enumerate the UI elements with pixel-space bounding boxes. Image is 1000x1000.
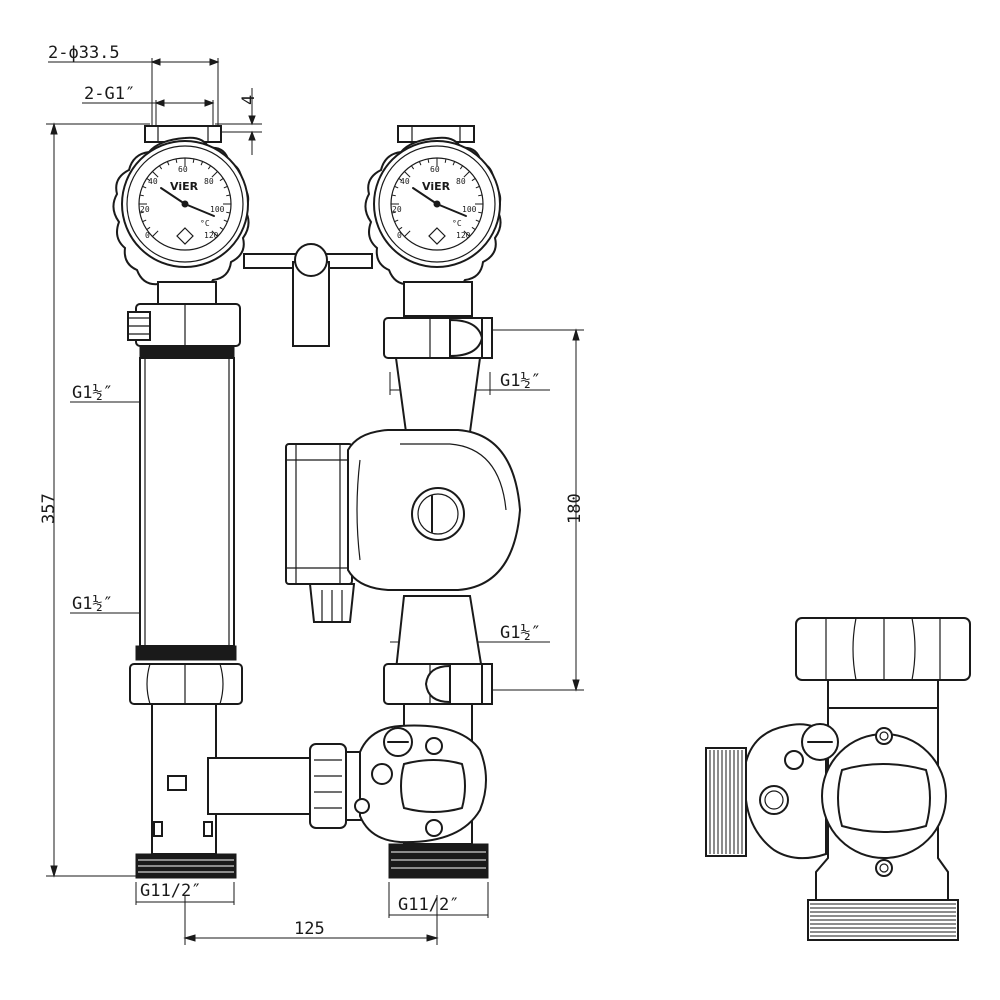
gauge-tick xyxy=(452,161,456,166)
gauge-tick xyxy=(475,185,480,189)
thread-label-right-upper: G1½″ xyxy=(500,371,541,391)
gauge-tick xyxy=(139,194,144,197)
gauge-tick xyxy=(478,211,483,214)
thread-label-bottom-left: G11/2″ xyxy=(140,881,201,901)
gauge-left-scale-40: 40 xyxy=(148,177,158,186)
gauge-tick xyxy=(223,185,228,189)
gauge-tick xyxy=(398,178,403,182)
thread-label-left-lower: G1½″ xyxy=(72,594,113,614)
dim-inlet-diameter: 2-ϕ33.5 xyxy=(48,43,120,63)
gauge-tick xyxy=(471,226,476,230)
gauge-tick xyxy=(146,178,151,182)
gauge-tick xyxy=(175,158,178,163)
gauge-tick xyxy=(463,230,470,237)
gauge-right-scale-60: 60 xyxy=(430,165,440,174)
gauge-right-scale-80: 80 xyxy=(456,177,466,186)
dim-axis-distance: 125 xyxy=(294,919,325,939)
gauge-right-scale-40: 40 xyxy=(400,177,410,186)
left-temperature-gauge: ViER 0 20 40 60 80 100 120 °C xyxy=(121,140,249,268)
gauge-left-scale-60: 60 xyxy=(178,165,188,174)
gauge-tick xyxy=(226,211,231,214)
gauge-left-scale-100: 100 xyxy=(210,205,225,214)
gauge-tick xyxy=(404,171,411,178)
gauge-right-scale-120: 120 xyxy=(456,231,471,240)
gauge-tick xyxy=(200,161,204,166)
gauge-tick xyxy=(226,194,231,197)
gauge-tick xyxy=(211,171,218,178)
gauge-tick xyxy=(146,226,151,230)
gauge-tick xyxy=(219,226,224,230)
dim-offset-small: 4 xyxy=(239,95,259,105)
circulation-pump xyxy=(285,429,522,623)
gauge-tick xyxy=(444,158,447,163)
gauge-tick xyxy=(139,211,144,214)
gauge-tick xyxy=(211,230,218,237)
bypass-bridge xyxy=(243,243,373,347)
gauge-tick xyxy=(391,194,396,197)
gauge-right-unit: °C xyxy=(452,219,462,228)
gauge-tick xyxy=(207,165,211,170)
gauge-tick xyxy=(394,185,399,189)
mixing-valve-assembly xyxy=(207,724,487,844)
gauge-left-scale-120: 120 xyxy=(204,231,219,240)
gauge-tick xyxy=(391,211,396,214)
gauge-tick xyxy=(142,185,147,189)
dim-overall-height: 357 xyxy=(39,493,59,524)
gauge-tick xyxy=(394,219,399,223)
gauge-left-scale-20: 20 xyxy=(140,205,150,214)
gauge-right-scale-100: 100 xyxy=(462,205,477,214)
thread-label-right-lower: G1½″ xyxy=(500,623,541,643)
gauge-right-scale-20: 20 xyxy=(392,205,402,214)
gauge-tick xyxy=(418,161,422,166)
gauge-tick xyxy=(159,165,163,170)
gauge-tick xyxy=(142,219,147,223)
right-temperature-gauge: ViER 0 20 40 60 80 100 120 °C xyxy=(373,140,501,268)
gauge-tick xyxy=(404,230,411,237)
gauge-tick xyxy=(152,171,159,178)
gauge-tick xyxy=(192,158,195,163)
gauge-left-brand: ViER xyxy=(170,180,199,193)
side-view-valve xyxy=(705,617,971,941)
thread-label-left-upper: G1½″ xyxy=(72,383,113,403)
dim-thread-top: 2-G1″ xyxy=(84,84,135,104)
dim-pump-length: 180 xyxy=(565,493,585,524)
gauge-tick xyxy=(471,178,476,182)
gauge-tick xyxy=(398,226,403,230)
gauge-left-unit: °C xyxy=(200,219,210,228)
gauge-right-brand: ViER xyxy=(422,180,451,193)
gauge-tick xyxy=(411,165,415,170)
gauge-right-scale-0: 0 xyxy=(397,231,402,240)
gauge-tick xyxy=(475,219,480,223)
gauge-tick xyxy=(152,230,159,237)
gauge-tick xyxy=(427,158,430,163)
gauge-tick xyxy=(478,194,483,197)
gauge-tick xyxy=(459,165,463,170)
gauge-tick xyxy=(166,161,170,166)
gauge-tick xyxy=(223,219,228,223)
thread-label-bottom-right: G11/2″ xyxy=(398,895,459,915)
gauge-left-scale-80: 80 xyxy=(204,177,214,186)
gauge-tick xyxy=(463,171,470,178)
gauge-tick xyxy=(219,178,224,182)
gauge-left-scale-0: 0 xyxy=(145,231,150,240)
